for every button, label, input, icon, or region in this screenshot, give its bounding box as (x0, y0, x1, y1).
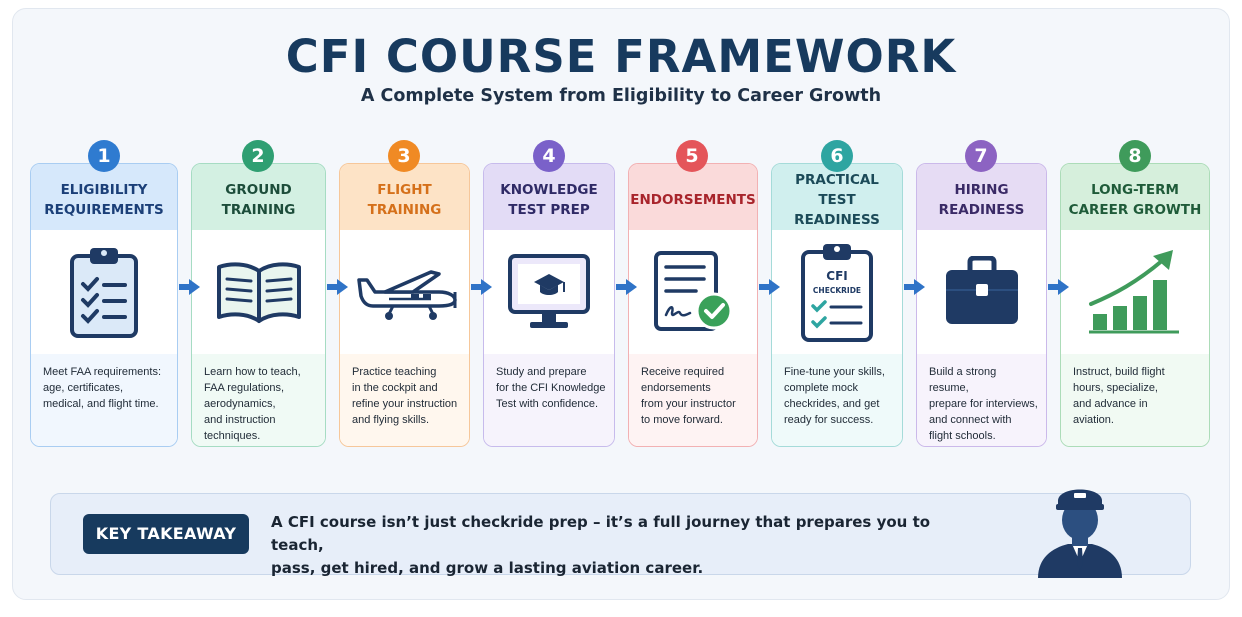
step-number-badge: 1 (88, 140, 120, 172)
step-number-badge: 8 (1119, 140, 1151, 172)
arrow-right-icon (179, 279, 200, 295)
step-title: FLIGHT TRAINING (340, 164, 469, 230)
arrow-right-icon (1048, 279, 1069, 295)
step-description: Learn how to teach,FAA regulations,aerod… (192, 354, 325, 446)
step-number-badge: 3 (388, 140, 420, 172)
step-description: Meet FAA requirements:age, certificates,… (31, 354, 177, 446)
step-title-line: HIRING (954, 182, 1009, 198)
step-title: LONG-TERM CAREER GROWTH (1061, 164, 1209, 230)
step-card: GROUND TRAINING Learn how to teach,FAA re… (191, 163, 326, 447)
checkride-subtitle: CHECKRIDE (813, 286, 861, 295)
airplane-icon (340, 230, 469, 354)
step-number-badge: 6 (821, 140, 853, 172)
arrow-right-icon (616, 279, 637, 295)
step-title-line: READINESS (938, 202, 1025, 218)
step-card: ELIGIBILITY REQUIREMENTS Meet FAA require… (30, 163, 178, 447)
step-title-line: KNOWLEDGE (500, 182, 598, 198)
step-title-line: CAREER GROWTH (1068, 202, 1202, 218)
step-title-line: PRACTICAL TEST (795, 172, 879, 208)
step-title-line: REQUIREMENTS (44, 202, 164, 218)
step-title-line: TRAINING (367, 202, 442, 218)
step-title: ELIGIBILITY REQUIREMENTS (31, 164, 177, 230)
step-title: ENDORSEMENTS (629, 164, 757, 230)
arrow-right-icon (327, 279, 348, 295)
step-title-line: LONG-TERM (1091, 182, 1179, 198)
step-title-line: TEST PREP (508, 202, 590, 218)
step-title-line: ENDORSEMENTS (630, 192, 756, 208)
step-number-badge: 7 (965, 140, 997, 172)
step-card: PRACTICAL TEST READINESS CFI CHECKRIDE Fi… (771, 163, 903, 447)
arrow-right-icon (471, 279, 492, 295)
step-description: Build a strong resume,prepare for interv… (917, 354, 1046, 446)
growth-chart-icon (1061, 230, 1209, 354)
step-title-line: TRAINING (221, 202, 296, 218)
step-card: LONG-TERM CAREER GROWTH Instruct, build f… (1060, 163, 1210, 447)
step-title: PRACTICAL TEST READINESS (772, 164, 902, 230)
signed-document-icon (629, 230, 757, 354)
key-takeaway-label: KEY TAKEAWAY (83, 514, 249, 554)
step-card: HIRING READINESS Build a strong resume,pr… (916, 163, 1047, 447)
step-number-badge: 4 (533, 140, 565, 172)
step-title-line: FLIGHT (377, 182, 432, 198)
key-takeaway-panel: KEY TAKEAWAY A CFI course isn’t just che… (50, 493, 1191, 577)
arrow-right-icon (759, 279, 780, 295)
step-title: GROUND TRAINING (192, 164, 325, 230)
key-takeaway-text: A CFI course isn’t just checkride prep –… (271, 513, 931, 577)
computer-graduation-cap-icon (484, 230, 614, 354)
step-title-line: READINESS (794, 212, 880, 228)
checkride-title: CFI (826, 269, 847, 283)
clipboard-checklist-icon (31, 230, 177, 354)
pilot-icon (1038, 489, 1122, 578)
page-title: CFI COURSE FRAMEWORK (285, 30, 957, 83)
step-number-badge: 5 (676, 140, 708, 172)
step-title-line: GROUND (225, 182, 292, 198)
open-book-icon (192, 230, 325, 354)
checkride-clipboard-icon: CFI CHECKRIDE (772, 230, 902, 354)
step-number-badge: 2 (242, 140, 274, 172)
page-subtitle: A Complete System from Eligibility to Ca… (360, 86, 882, 106)
step-title: KNOWLEDGE TEST PREP (484, 164, 614, 230)
step-title: HIRING READINESS (917, 164, 1046, 230)
arrow-right-icon (904, 279, 925, 295)
step-title-line: ELIGIBILITY (60, 182, 148, 198)
briefcase-icon (917, 230, 1046, 354)
